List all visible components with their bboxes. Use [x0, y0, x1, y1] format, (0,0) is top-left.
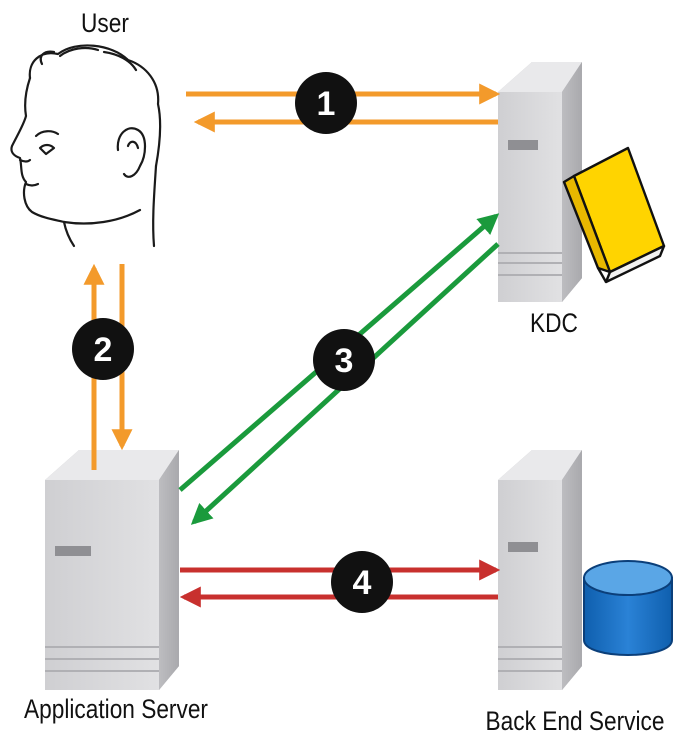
step-number-3: 3 [335, 342, 354, 380]
user-head-icon [10, 44, 162, 248]
kdc-server-icon [498, 62, 582, 302]
backend-label: Back End Service [486, 706, 665, 736]
step-number-2: 2 [94, 331, 113, 369]
step-badge-2: 2 [72, 318, 134, 380]
database-icon [583, 560, 673, 656]
app-server-icon [45, 450, 179, 690]
backend-server-icon [498, 450, 582, 690]
step-badge-3: 3 [313, 329, 375, 391]
book-icon [562, 146, 666, 284]
app-server-label: Application Server [24, 694, 208, 724]
step-number-1: 1 [317, 85, 336, 123]
step-badge-4: 4 [331, 551, 393, 613]
step-badge-1: 1 [295, 72, 357, 134]
step-number-4: 4 [353, 564, 372, 602]
kdc-label: KDC [530, 308, 578, 338]
user-label: User [81, 8, 129, 38]
